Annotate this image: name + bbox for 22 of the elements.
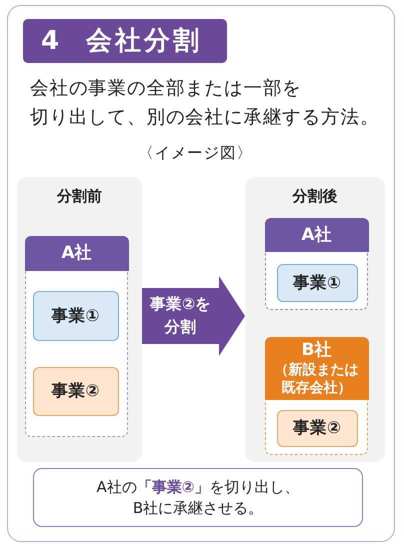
block-arrow — [142, 276, 245, 356]
company-name: B社 — [302, 339, 332, 361]
stage-panel — [245, 177, 385, 462]
stage-panel — [17, 177, 142, 462]
business-box: 事業② — [32, 366, 118, 416]
summary-frame — [33, 468, 363, 527]
company-frame — [265, 337, 368, 455]
company-frame — [265, 218, 368, 310]
figure-caption: 〈イメージ図〉 — [138, 143, 253, 164]
company-frame — [25, 236, 128, 437]
company-note: （新設または既存会社） — [274, 361, 360, 397]
edge-label: 事業②を分割 — [148, 294, 212, 338]
company-name: A社 — [301, 224, 332, 246]
panel-heading: 分割後 — [291, 186, 338, 207]
summary-text: A社の「事業②」を切り出し、B社に承継させる。 — [96, 477, 300, 519]
description-text: 会社の事業の全部または一部を切り出して、別の会社に承継する方法。 — [30, 77, 380, 130]
business-box: 事業① — [276, 264, 358, 302]
business-box: 事業② — [276, 410, 358, 446]
business-box: 事業① — [32, 290, 118, 340]
panel-heading: 分割前 — [56, 186, 103, 207]
company-name: A社 — [61, 242, 92, 264]
title-banner: 4 会社分割 — [23, 19, 227, 63]
